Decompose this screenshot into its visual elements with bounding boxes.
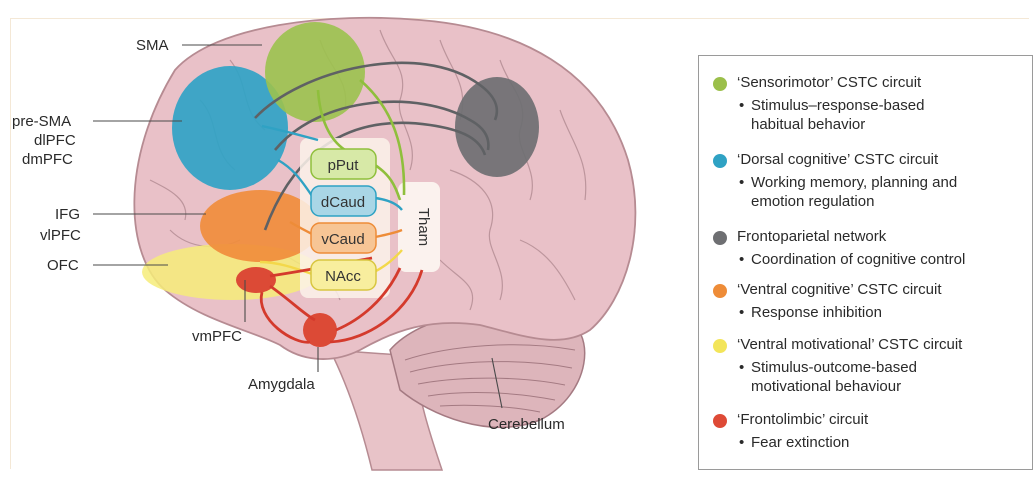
thalamus-label: Tham [415, 208, 432, 246]
legend-desc: •Stimulus-outcome-based motivational beh… [739, 358, 917, 396]
legend-dot-frontolimbic [713, 414, 727, 428]
legend-title: ‘Ventral motivational’ CSTC circuit [737, 336, 962, 353]
legend-dot-dorsal-cognitive [713, 154, 727, 168]
legend-desc: •Coordination of cognitive control [739, 250, 965, 269]
dlpfc-label: dlPFC [34, 132, 76, 149]
dcaud-label: dCaud [321, 194, 365, 211]
legend-box: ‘Sensorimotor’ CSTC circuit •Stimulus–re… [698, 55, 1033, 470]
nacc-box: NAcc [311, 260, 376, 290]
legend-desc-line: habitual behavior [739, 115, 924, 134]
legend-desc-line: Working memory, planning and [751, 174, 957, 191]
legend-dot-ventral-motivational [713, 339, 727, 353]
legend-dot-sensorimotor [713, 77, 727, 91]
legend-dot-frontoparietal [713, 231, 727, 245]
legend-desc-line: Stimulus–response-based [751, 97, 924, 114]
legend-desc: •Fear extinction [739, 433, 849, 452]
legend-desc-line: Coordination of cognitive control [751, 251, 965, 268]
dcaud-box: dCaud [311, 186, 376, 216]
legend-desc: •Stimulus–response-based habitual behavi… [739, 96, 924, 134]
parietal-region [455, 77, 539, 177]
vcaud-label: vCaud [321, 231, 364, 248]
amygdala-label: Amygdala [248, 376, 315, 393]
pput-box: pPut [311, 149, 376, 179]
legend-desc-line: motivational behaviour [739, 377, 917, 396]
dmpfc-label: dmPFC [22, 151, 73, 168]
legend-title: ‘Frontolimbic’ circuit [737, 411, 868, 428]
legend-desc: •Working memory, planning and emotion re… [739, 173, 957, 211]
brain-diagram: Tham pPut dCaud vCaud N [0, 0, 700, 483]
legend-title: ‘Dorsal cognitive’ CSTC circuit [737, 151, 938, 168]
vmpfc-label: vmPFC [192, 328, 242, 345]
legend-title: ‘Ventral cognitive’ CSTC circuit [737, 281, 942, 298]
nacc-label: NAcc [325, 268, 361, 285]
legend-dot-ventral-cognitive [713, 284, 727, 298]
legend-desc-line: Response inhibition [751, 304, 882, 321]
legend-desc-line: Fear extinction [751, 434, 849, 451]
legend-title: ‘Sensorimotor’ CSTC circuit [737, 74, 921, 91]
vmpfc-region [236, 267, 276, 293]
legend-desc-line: emotion regulation [739, 192, 957, 211]
vcaud-box: vCaud [311, 223, 376, 253]
vlpfc-label: vlPFC [40, 227, 81, 244]
pput-label: pPut [328, 157, 360, 174]
cerebellum-label: Cerebellum [488, 416, 565, 433]
pre-sma-label: pre-SMA [12, 113, 71, 130]
sma-label: SMA [136, 37, 169, 54]
legend-desc: •Response inhibition [739, 303, 882, 322]
legend-title: Frontoparietal network [737, 228, 886, 245]
ofc-label: OFC [47, 257, 79, 274]
legend-desc-line: Stimulus-outcome-based [751, 359, 917, 376]
ifg-label: IFG [55, 206, 80, 223]
